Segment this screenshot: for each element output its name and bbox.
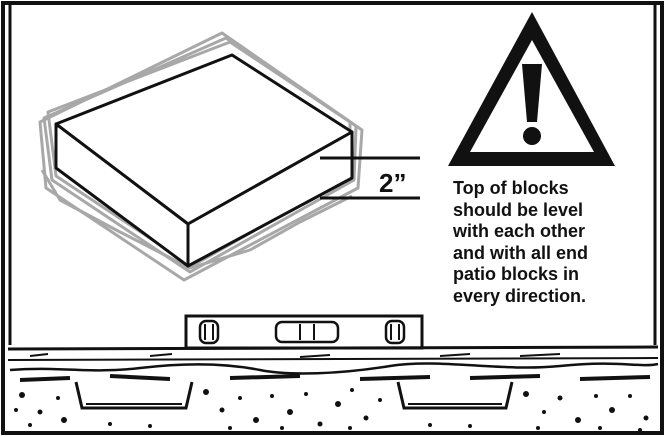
caution-text: Top of blocks should be level with each …: [453, 178, 663, 307]
caution-line: Top of blocks: [453, 178, 569, 198]
caution-line: should be level: [453, 199, 584, 220]
gravel-bed: [14, 388, 649, 432]
warning-triangle-icon: [448, 12, 615, 166]
caution-line: patio blocks in: [453, 264, 580, 284]
ground-surface: [7, 345, 659, 382]
caution-line: and with all end: [453, 242, 589, 263]
caution-line: every direction.: [453, 285, 587, 306]
patio-block-icon: [54, 53, 354, 268]
caution-line: with each other: [453, 221, 586, 241]
dimension-label: 2”: [379, 168, 406, 198]
spirit-level-icon: [184, 314, 424, 350]
buried-blocks: [74, 381, 514, 410]
